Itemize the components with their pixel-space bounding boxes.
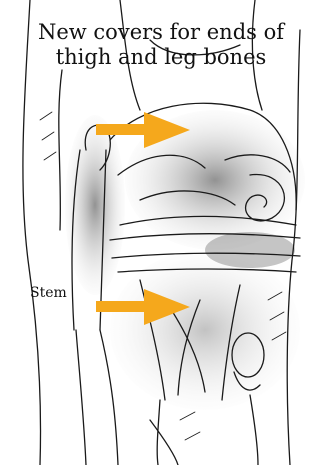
joint-line-shading	[205, 232, 295, 268]
stem-label: Stem	[30, 285, 67, 301]
tibia-shading	[110, 250, 300, 410]
caption-line-2: thigh and leg bones	[20, 45, 302, 70]
caption-line-1: New covers for ends of	[20, 20, 302, 45]
diagram-caption: New covers for ends of thigh and leg bon…	[20, 20, 302, 70]
